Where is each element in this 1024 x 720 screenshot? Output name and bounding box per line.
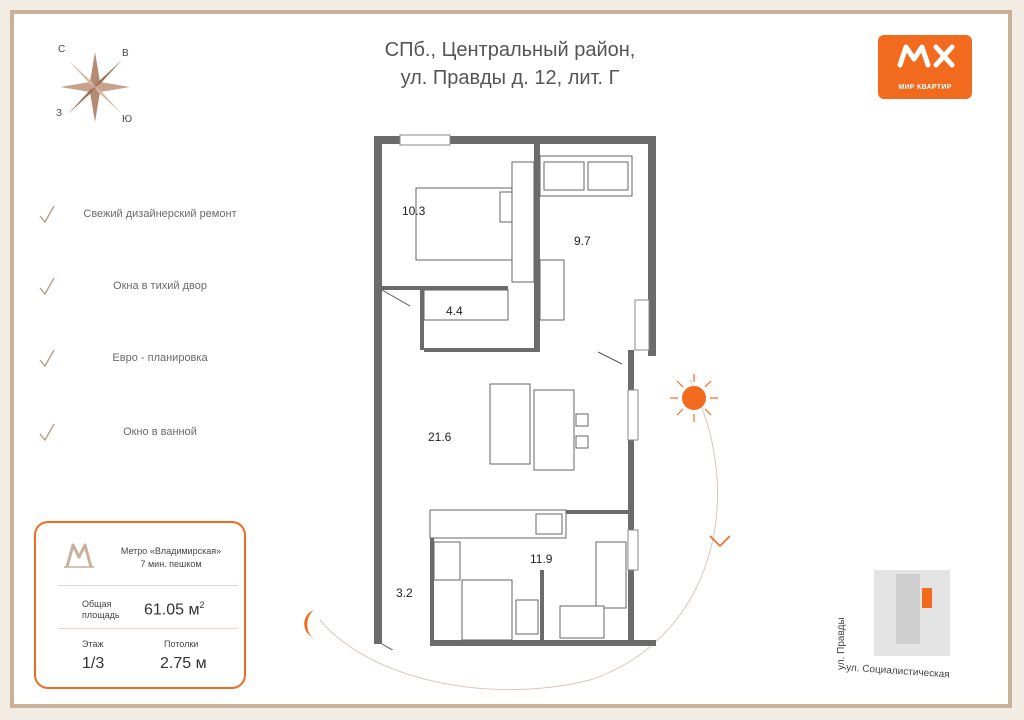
logo-text: МИР КВАРТИР (898, 84, 952, 91)
title-line-1: СПб., Центральный район, (384, 39, 636, 61)
floor-plan-drawing (374, 134, 656, 661)
room-area-hall: 3.2 (396, 586, 413, 600)
feature-item: Свежий дизайнерский ремонт (38, 204, 253, 226)
metro-icon (64, 543, 94, 568)
moon-icon (304, 610, 314, 638)
sun-path (319, 379, 730, 690)
checkmark-icon (39, 349, 55, 368)
area-label-line1: Общая (82, 599, 112, 609)
feature-item: Окно в ванной (38, 422, 253, 444)
checkmark-icon (39, 277, 55, 296)
metro-walk-time: 7 мин. пешком (140, 559, 202, 569)
compass-south-label: Ю (122, 114, 133, 125)
brand-logo: МИР КВАРТИР (878, 35, 972, 99)
street-pravdy: ул. Правды (836, 617, 847, 670)
room-area-kitchen-living: 21.6 (428, 430, 452, 444)
feature-label: Окна в тихий двор (113, 280, 207, 292)
floor-label: Этаж (82, 639, 104, 649)
card-divider (58, 585, 238, 586)
area-label-line2: площадь (82, 610, 120, 620)
ceiling-value: 2.75 м (160, 655, 207, 672)
compass-north-label: С (58, 44, 66, 55)
card-divider (58, 628, 238, 629)
sun-icon (670, 374, 718, 422)
feature-label: Евро - планировка (112, 352, 208, 364)
area-unit-sup: 2 (199, 600, 205, 610)
floor-plan: 10.3 9.7 4.4 21.6 11.9 3.2 (370, 130, 660, 661)
room-area-bedroom: 10.3 (402, 204, 426, 218)
room-area-study: 4.4 (446, 304, 463, 318)
feature-item: Евро - планировка (38, 348, 253, 370)
checkmark-icon (39, 423, 55, 442)
metro-station: Метро «Владимирская» (120, 546, 222, 556)
sun-arrow-icon (709, 535, 730, 548)
feature-label: Окно в ванной (123, 426, 197, 438)
compass-rose-icon (60, 52, 130, 122)
room-area-bathroom: 11.9 (530, 552, 553, 566)
page-title: СПб., Центральный район, ул. Правды д. 1… (330, 36, 690, 92)
floor-value: 1/3 (82, 655, 105, 672)
mk-logo-icon (897, 44, 955, 68)
feature-item: Окна в тихий двор (38, 276, 253, 298)
area-label: Общая площадь (82, 599, 120, 621)
title-line-2: ул. Правды д. 12, лит. Г (400, 67, 620, 89)
compass: С В З Ю (50, 42, 140, 132)
compass-west-label: З (56, 108, 63, 119)
area-value: 61.05 м2 (144, 600, 205, 619)
info-card: Метро «Владимирская» 7 мин. пешком Общая… (34, 521, 246, 689)
checkmark-icon (39, 205, 55, 224)
compass-east-label: В (122, 48, 129, 59)
location-map (874, 570, 950, 656)
ceiling-label: Потолки (164, 639, 199, 649)
area-number: 61.05 м (144, 601, 200, 619)
feature-label: Свежий дизайнерский ремонт (83, 208, 237, 220)
room-area-living: 9.7 (574, 234, 591, 248)
metro-info: Метро «Владимирская» 7 мин. пешком (96, 545, 246, 571)
